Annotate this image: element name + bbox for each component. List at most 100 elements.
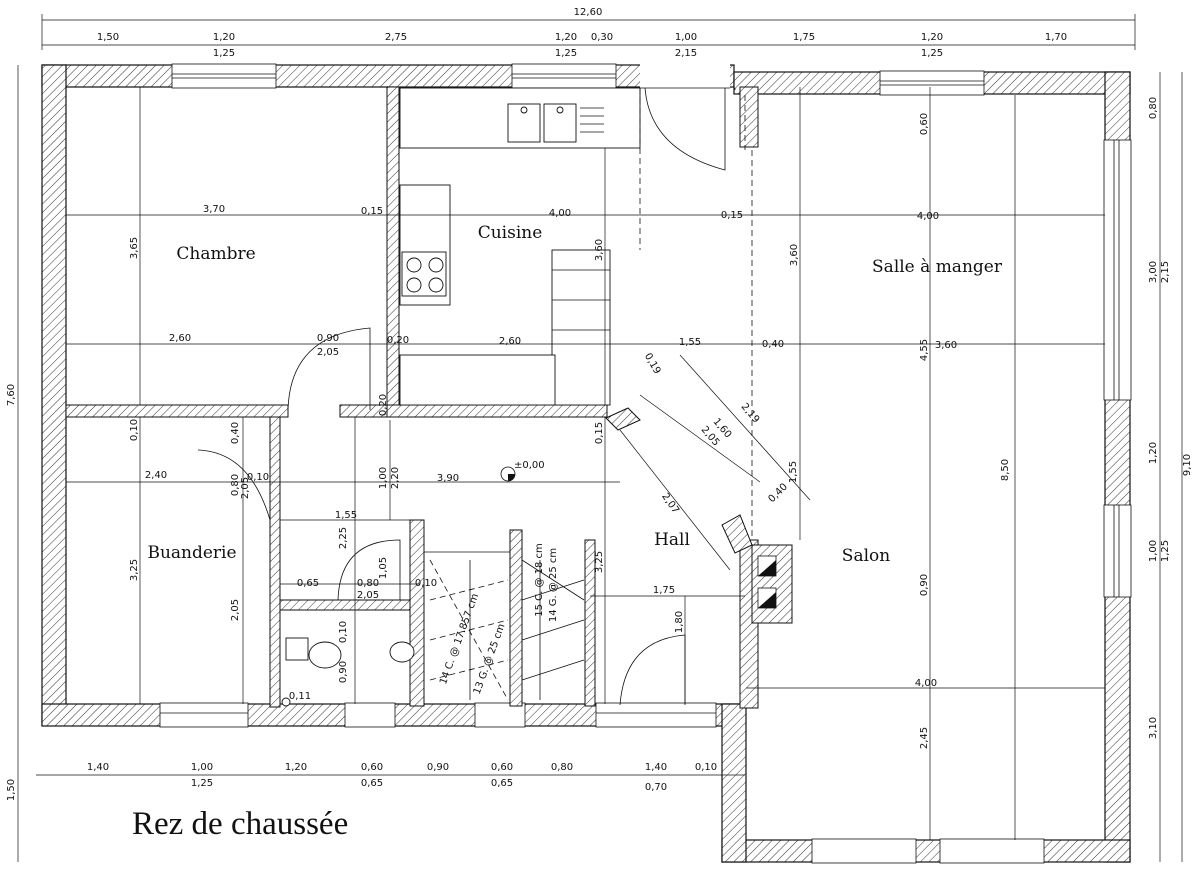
dim-top-total: 12,60 — [574, 7, 603, 18]
interior-walls — [65, 86, 793, 709]
dim-int: 1,75 — [653, 585, 675, 596]
dim-int: 1,05 — [378, 557, 389, 579]
dim-int: 4,00 — [915, 678, 937, 689]
dim-int: 0,10 — [338, 621, 349, 643]
exterior-walls — [41, 64, 1131, 863]
dim-top-seg-8: 1,20 — [921, 32, 943, 43]
dim-right-seg-2: 3,00 — [1148, 261, 1159, 283]
dim-right-seg-4: 1,00 — [1148, 540, 1159, 562]
dim-int: 3,90 — [437, 473, 459, 484]
dim-int: 0,19 — [642, 351, 663, 376]
dim-int: 3,60 — [594, 239, 605, 261]
dim-int: 1,00 — [378, 467, 389, 489]
dim-left-lower: 1,50 — [6, 779, 17, 801]
dim-top-seg-6: 1,00 — [675, 32, 697, 43]
dim-int: 0,60 — [919, 113, 930, 135]
dim-top-seg-5: 0,30 — [591, 32, 613, 43]
dim-int: 0,10 — [247, 472, 269, 483]
dim-int: 0,90 — [919, 574, 930, 596]
dim-right-seg-1: 0,80 — [1148, 97, 1159, 119]
dim-int: 0,80 — [230, 474, 241, 496]
dim-int: 3,65 — [129, 237, 140, 259]
dim-int: 2,05 — [230, 599, 241, 621]
dim-bot-seg-8: 1,40 — [645, 762, 667, 773]
dim-bot-sub-2: 0,65 — [361, 778, 383, 789]
level-label: ±0,00 — [514, 460, 545, 471]
dim-bot-seg-6: 0,60 — [491, 762, 513, 773]
dim-int: 3,70 — [203, 204, 225, 215]
top-dimension-labels: 12,60 1,50 1,20 2,75 1,20 0,30 1,00 1,75… — [97, 7, 1067, 59]
dim-top-sub-2: 1,25 — [555, 48, 577, 59]
bottom-dimension-labels: 1,40 1,00 1,20 0,60 0,90 0,60 0,80 1,40 … — [87, 762, 717, 793]
dim-bot-seg-1: 1,40 — [87, 762, 109, 773]
stair-label-right-b: 14 G. @ 25 cm — [548, 548, 559, 622]
dim-int: 2,60 — [169, 333, 191, 344]
dim-int: 3,25 — [594, 551, 605, 573]
dim-right-sub-1: 2,15 — [1160, 261, 1171, 283]
dim-right-total: 9,10 — [1182, 454, 1193, 476]
dim-int: 2,25 — [338, 527, 349, 549]
dim-int: 0,65 — [297, 578, 319, 589]
dim-top-seg-3: 2,75 — [385, 32, 407, 43]
dim-int: 2,20 — [390, 467, 401, 489]
room-cuisine: Cuisine — [478, 223, 543, 243]
dimension-lines — [17, 14, 1183, 862]
dim-int: 0,15 — [594, 422, 605, 444]
dim-int: 0,40 — [230, 422, 241, 444]
dim-int: 1,55 — [679, 337, 701, 348]
dim-top-seg-7: 1,75 — [793, 32, 815, 43]
dim-int: 0,20 — [387, 335, 409, 346]
room-chambre: Chambre — [176, 244, 255, 264]
dim-int: 8,50 — [1000, 459, 1011, 481]
side-dimension-labels: 7,60 1,50 9,10 0,80 3,00 1,20 1,00 3,10 … — [6, 97, 1193, 801]
dim-int: 0,10 — [415, 578, 437, 589]
room-hall: Hall — [654, 530, 690, 550]
dim-top-sub-4: 1,25 — [921, 48, 943, 59]
dim-int: 2,05 — [357, 590, 379, 601]
dim-int: 0,90 — [317, 333, 339, 344]
dim-int: 1,55 — [788, 461, 799, 483]
doors — [197, 87, 730, 706]
dim-bot-seg-7: 0,80 — [551, 762, 573, 773]
dim-int: 3,60 — [789, 244, 800, 266]
room-buanderie: Buanderie — [147, 543, 236, 563]
dim-top-seg-4: 1,20 — [555, 32, 577, 43]
dim-int: 0,15 — [721, 210, 743, 221]
level-marker: ±0,00 — [500, 460, 545, 482]
dim-int: 4,55 — [919, 339, 930, 361]
dim-int: 1,55 — [335, 510, 357, 521]
dim-top-seg-1: 1,50 — [97, 32, 119, 43]
dim-int: 1,80 — [674, 611, 685, 633]
dim-int: 2,45 — [919, 727, 930, 749]
dim-int: 2,05 — [240, 477, 251, 499]
staircase — [424, 551, 585, 701]
bathroom-fixtures — [281, 637, 415, 707]
dim-int: 2,60 — [499, 336, 521, 347]
stair-label-left-b: 14 C. @ 17.857 cm — [438, 592, 481, 686]
dim-bot-sub-1: 1,25 — [191, 778, 213, 789]
dim-int: 0,80 — [357, 578, 379, 589]
room-labels: Chambre Cuisine Salle à manger Buanderie… — [147, 223, 1002, 566]
dim-int: 0,10 — [129, 419, 140, 441]
dim-int: 0,11 — [289, 691, 311, 702]
interior-dimension-labels: 3,70 0,15 4,00 0,15 4,00 3,65 3,60 3,60 … — [129, 113, 1011, 749]
dim-int: 4,00 — [917, 211, 939, 222]
dim-int: 0,40 — [766, 481, 790, 505]
stair-label-left-a: 13 G. @ 25 cm — [472, 622, 508, 696]
stair-labels: 13 G. @ 25 cm 14 C. @ 17.857 cm 15 C. @ … — [438, 543, 559, 696]
plan-title: Rez de chaussée — [132, 806, 348, 842]
dim-int: 3,25 — [129, 559, 140, 581]
room-salle-a-manger: Salle à manger — [872, 257, 1003, 277]
dim-int: 0,40 — [762, 339, 784, 350]
dim-bot-seg-9: 0,10 — [695, 762, 717, 773]
stair-label-right-a: 15 C. @ 18 cm — [534, 543, 545, 617]
dim-int: 3,60 — [935, 340, 957, 351]
dim-int: 0,20 — [378, 394, 389, 416]
dim-left-total: 7,60 — [6, 384, 17, 406]
dim-right-seg-3: 1,20 — [1148, 442, 1159, 464]
dim-int: 2,07 — [659, 491, 681, 516]
dim-top-seg-2: 1,20 — [213, 32, 235, 43]
room-salon: Salon — [842, 546, 890, 566]
dim-bot-sub-4: 0,70 — [645, 782, 667, 793]
